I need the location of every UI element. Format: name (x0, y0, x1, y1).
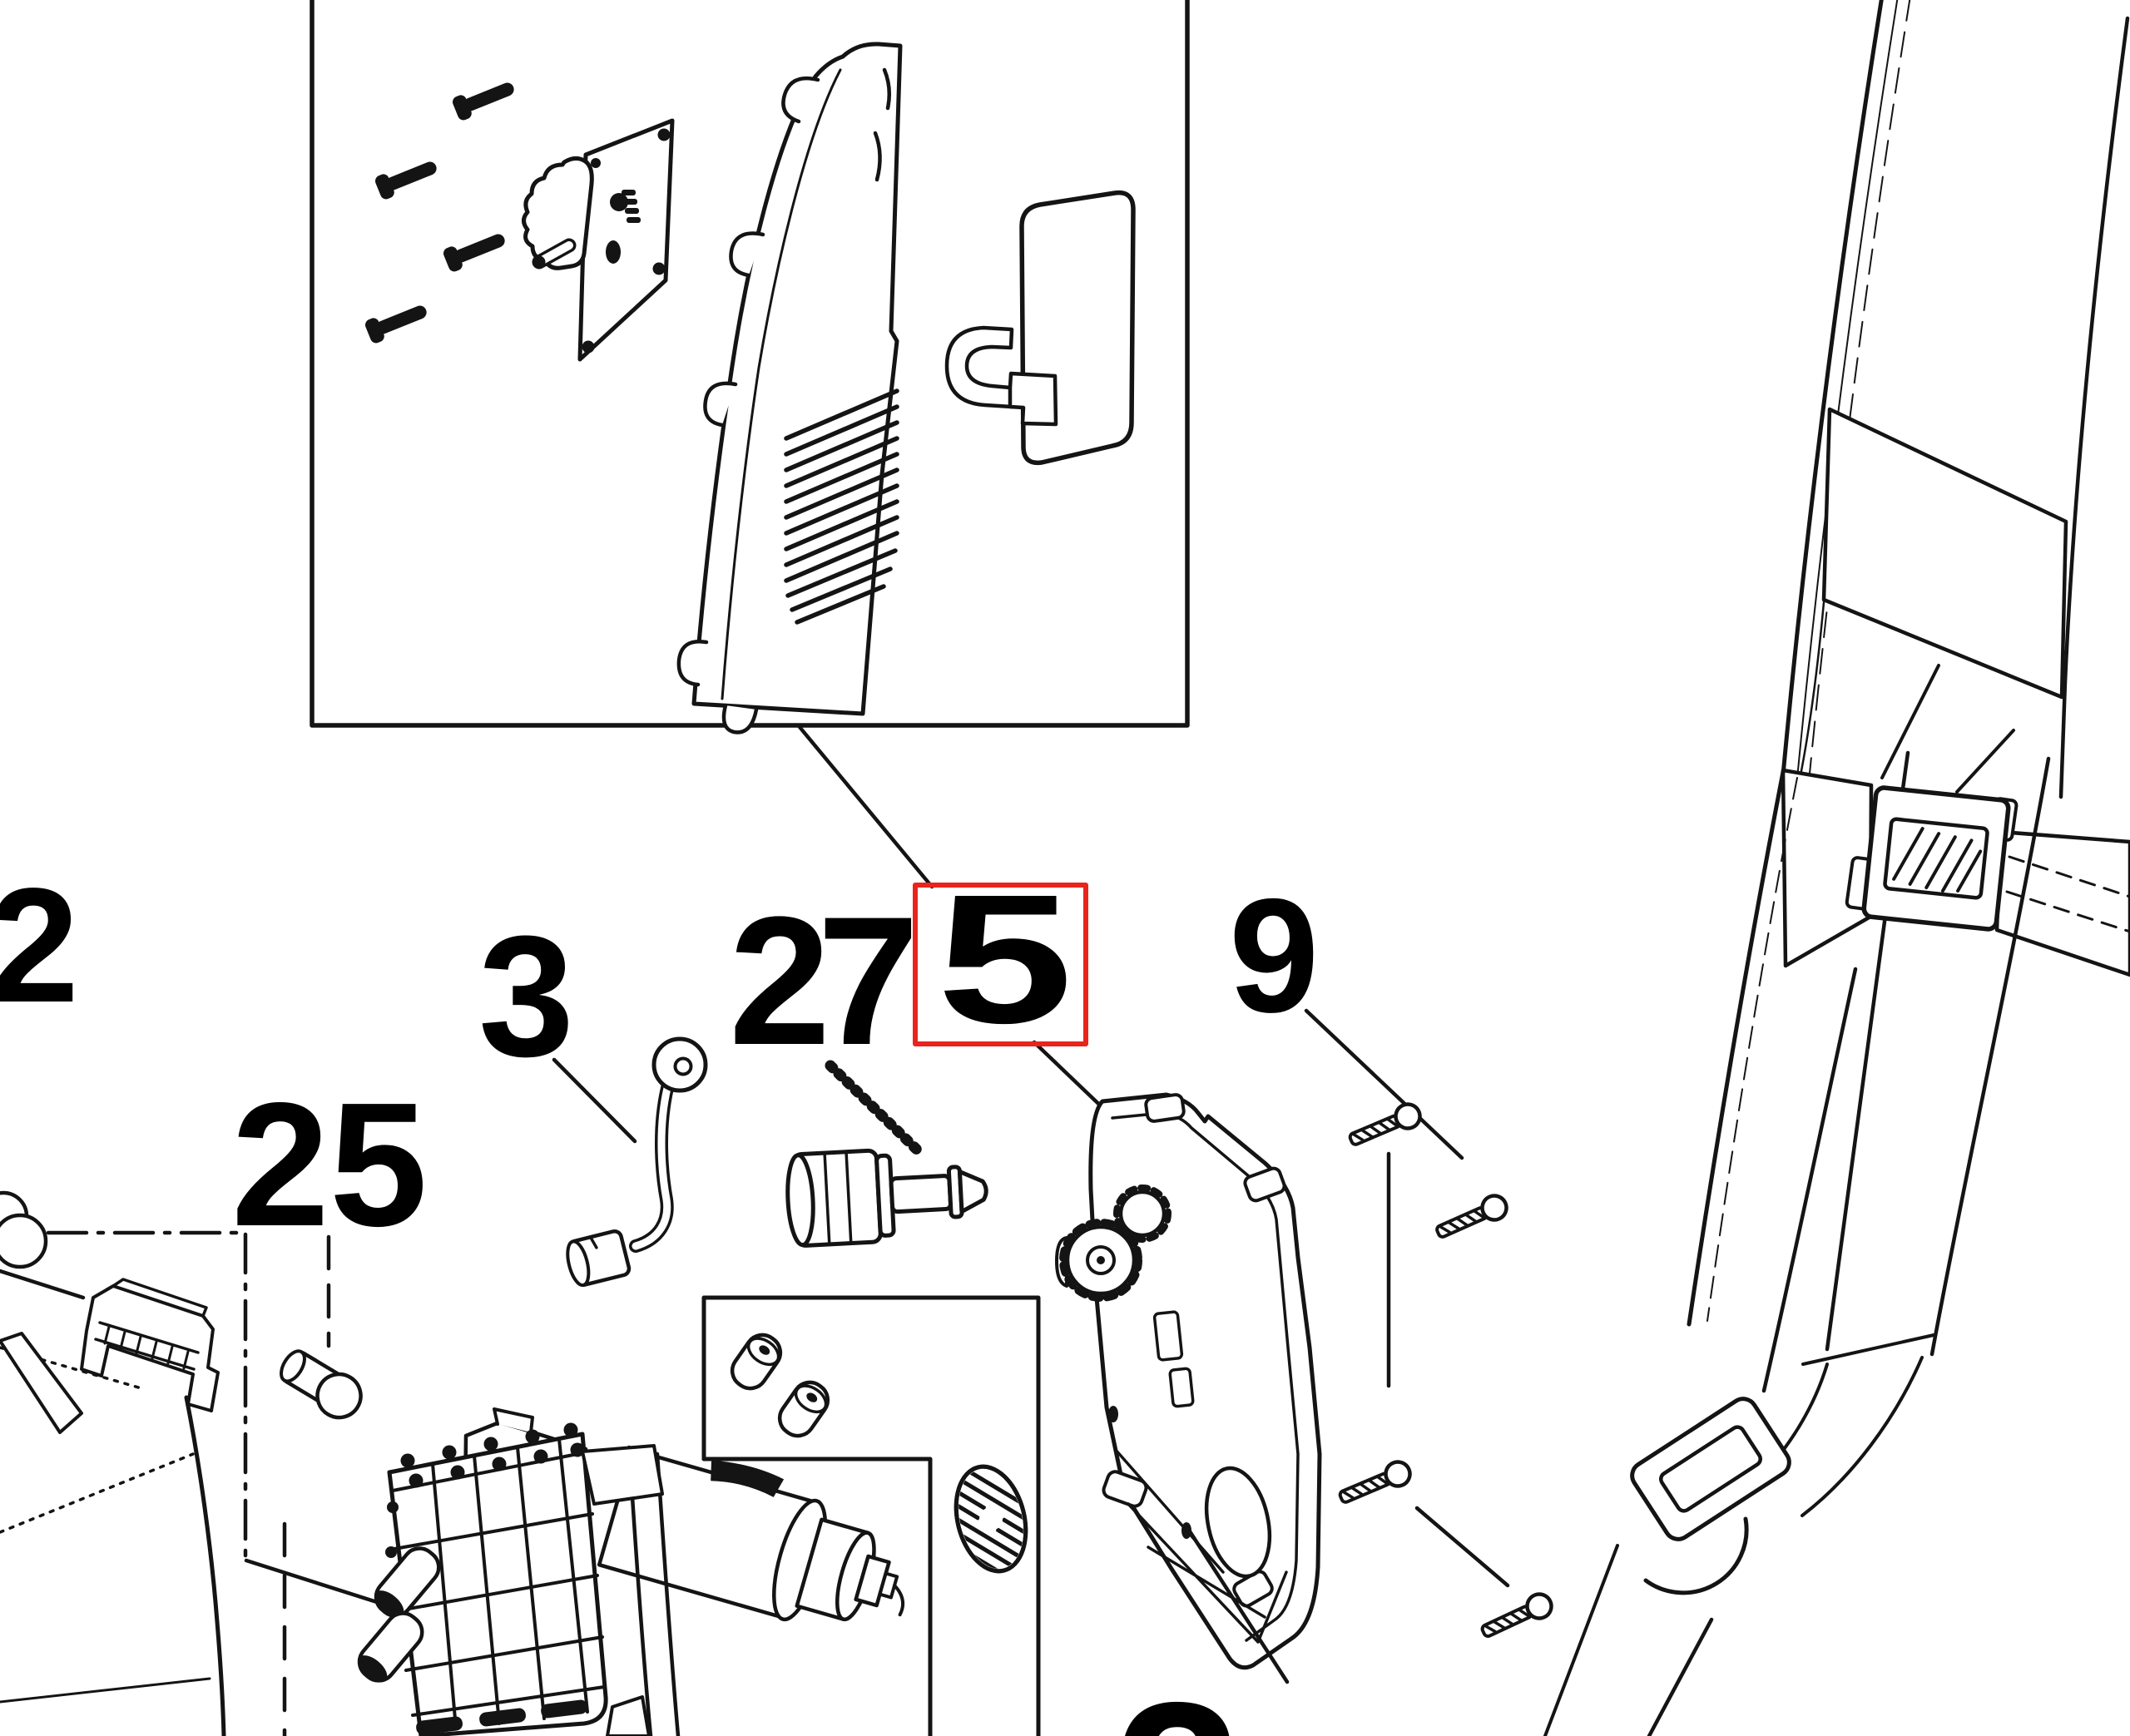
svg-text:2: 2 (1113, 1654, 1242, 1736)
svg-text:2: 2 (0, 854, 79, 1036)
svg-text:5: 5 (937, 857, 1072, 1061)
svg-text:25: 25 (231, 1066, 428, 1263)
svg-text:9: 9 (1229, 865, 1319, 1046)
svg-text:27: 27 (729, 878, 911, 1083)
svg-text:3: 3 (478, 900, 574, 1092)
